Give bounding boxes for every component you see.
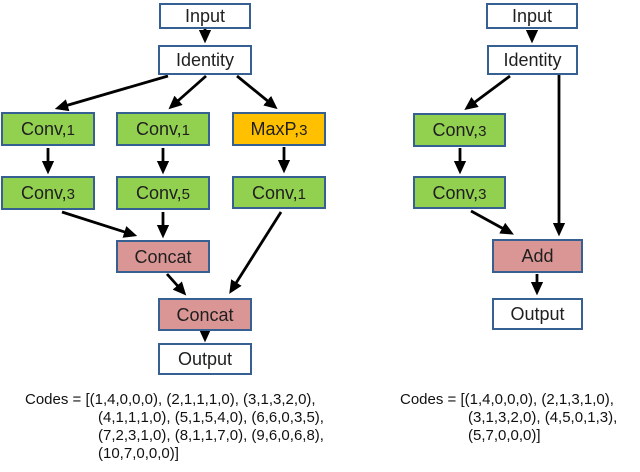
node-label-num: 5 xyxy=(181,186,191,203)
arrow-identity-to-conv1-branch2 xyxy=(168,74,207,110)
node-input-left: Input xyxy=(159,3,251,29)
node-concat-2: Concat xyxy=(158,298,252,331)
arrow-conv3b-to-add xyxy=(470,209,514,235)
node-label: Conv, xyxy=(135,183,182,203)
node-maxpool3: MaxP,3 xyxy=(232,112,326,146)
codes-right: Codes = [(1,4,0,0,0), (2,1,3,1,0), (3,1,… xyxy=(400,391,617,445)
node-conv1-branch1: Conv,1 xyxy=(1,112,95,146)
node-label: Add xyxy=(521,246,554,266)
codes-line: (5,7,0,0,0)] xyxy=(468,427,541,444)
node-label: Output xyxy=(510,304,565,324)
arrow-conv1-branch3-to-concat2 xyxy=(229,211,283,294)
node-label-num: 3 xyxy=(478,185,487,203)
node-label: Conv, xyxy=(20,119,67,139)
node-label: Conv, xyxy=(432,182,479,203)
arrow-conv3-to-concat1 xyxy=(61,210,138,238)
arrow-concat1-to-concat2 xyxy=(165,273,187,296)
node-identity-left: Identity xyxy=(158,45,252,75)
node-identity-right: Identity xyxy=(487,45,578,75)
node-label: Conv, xyxy=(20,183,67,203)
node-label: MaxP, xyxy=(250,119,300,139)
node-add: Add xyxy=(492,239,583,273)
node-label-num: 1 xyxy=(66,122,76,139)
codes-line: (4,1,1,1,0), (5,1,5,4,0), (6,6,0,3,5), xyxy=(98,409,324,426)
node-conv3-first: Conv,3 xyxy=(413,113,506,147)
codes-line: (3,1,3,2,0), (4,5,0,1,3), xyxy=(468,409,618,426)
node-conv3-second: Conv,3 xyxy=(413,176,506,209)
arrow-identity-to-conv1-branch1 xyxy=(54,74,169,112)
arrow-identity-to-maxpool xyxy=(236,74,278,110)
codes-line: (10,7,0,0,0)] xyxy=(98,445,179,462)
codes-left: Codes = [(1,4,0,0,0), (2,1,1,1,0), (3,1,… xyxy=(25,391,324,463)
node-label-num: 3 xyxy=(299,122,308,139)
node-label: Conv, xyxy=(251,182,298,203)
node-output-right: Output xyxy=(492,298,583,330)
node-label: Conv, xyxy=(432,120,479,140)
node-label-num: 1 xyxy=(297,185,307,203)
codes-line: Codes = [(1,4,0,0,0), (2,1,3,1,0), xyxy=(400,391,614,408)
node-input-right: Input xyxy=(486,3,578,29)
node-label: Identity xyxy=(175,50,235,70)
node-conv1-branch2: Conv,1 xyxy=(116,112,210,146)
node-label: Identity xyxy=(503,50,562,70)
node-label-num: 3 xyxy=(478,123,487,140)
node-concat-1: Concat xyxy=(116,240,210,273)
node-label: Input xyxy=(511,6,553,26)
node-label-num: 1 xyxy=(181,122,191,139)
node-conv3-branch1: Conv,3 xyxy=(1,176,95,210)
node-conv1-branch3: Conv,1 xyxy=(232,176,326,209)
node-output-left: Output xyxy=(158,343,252,375)
codes-line: (7,2,3,1,0), (8,1,1,7,0), (9,6,0,6,8), xyxy=(98,427,324,444)
node-label: Output xyxy=(177,349,233,369)
node-label: Conv, xyxy=(135,119,182,139)
arrow-identity-to-conv3a xyxy=(464,74,511,111)
node-label: Concat xyxy=(134,246,192,267)
node-label: Concat xyxy=(176,304,234,325)
node-conv5-branch2: Conv,5 xyxy=(116,176,210,210)
node-label: Input xyxy=(184,6,226,26)
node-label-num: 3 xyxy=(66,186,76,203)
codes-line: Codes = [(1,4,0,0,0), (2,1,1,1,0), (3,1,… xyxy=(25,391,316,408)
